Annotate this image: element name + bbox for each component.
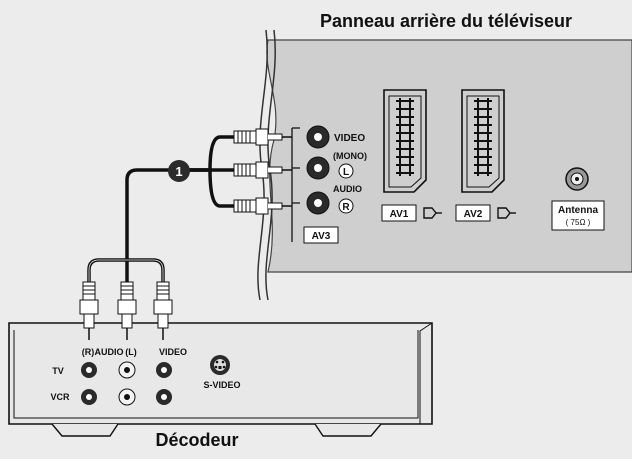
tv-panel-title: Panneau arrière du téléviseur bbox=[320, 11, 572, 31]
decoder-l-label: (L) bbox=[125, 347, 137, 357]
decoder-tv-l-jack bbox=[118, 361, 136, 379]
av3-bracket-ticks bbox=[292, 127, 300, 204]
callout-number: 1 bbox=[175, 164, 182, 179]
decoder-tv-video-jack bbox=[156, 362, 172, 378]
tv-r-letter: R bbox=[342, 202, 350, 213]
antenna-box bbox=[551, 200, 605, 231]
av2-label: AV2 bbox=[464, 209, 483, 220]
av2-box bbox=[455, 204, 491, 222]
tv-audio-label: AUDIO bbox=[333, 184, 362, 194]
decoder-vcr-l-jack bbox=[118, 388, 136, 406]
decoder-foot-left bbox=[51, 423, 119, 437]
decoder-tv-r-jack bbox=[81, 362, 97, 378]
av3-box bbox=[303, 226, 339, 244]
antenna-socket-icon bbox=[565, 167, 589, 191]
decoder-vcr-video-jack bbox=[156, 389, 172, 405]
tv-plug-audio-r bbox=[233, 197, 292, 215]
av3-label: AV3 bbox=[312, 231, 331, 242]
decoder-audio-label: AUDIO bbox=[95, 347, 124, 357]
decoder-vcr-r-jack bbox=[81, 389, 97, 405]
svideo-jack-icon bbox=[210, 355, 230, 375]
tv-video-label: VIDEO bbox=[334, 133, 365, 144]
decoder-r-label: (R) bbox=[82, 347, 95, 357]
svideo-label: S-VIDEO bbox=[203, 380, 240, 390]
decoder-plug-l bbox=[117, 281, 137, 340]
callout-badge: 1 bbox=[168, 160, 190, 182]
antenna-sublabel: ( 75Ω ) bbox=[566, 218, 591, 227]
tv-l-letter: L bbox=[343, 167, 349, 178]
tv-r-circle bbox=[338, 198, 354, 214]
tv-mono-label: (MONO) bbox=[333, 151, 367, 161]
tv-l-circle bbox=[338, 163, 354, 179]
decoder-tv-label: TV bbox=[52, 366, 64, 376]
tv-audio-r-jack bbox=[306, 191, 330, 215]
decoder-vcr-label: VCR bbox=[50, 392, 70, 402]
decoder-foot-right bbox=[314, 423, 382, 437]
scart-av2 bbox=[461, 89, 505, 193]
av1-label: AV1 bbox=[390, 209, 409, 220]
decoder-title: Décodeur bbox=[155, 430, 238, 450]
scart-av1 bbox=[383, 89, 427, 193]
decoder-plug-r bbox=[79, 281, 99, 340]
tv-audio-l-jack bbox=[306, 156, 330, 180]
tv-rear-panel: Panneau arrière du téléviseur VIDEO (MON… bbox=[257, 11, 632, 301]
tv-plug-audio-l bbox=[233, 161, 292, 179]
tv-plug-video bbox=[233, 128, 292, 146]
av1-scart-icon bbox=[423, 207, 442, 219]
av-cable-inner bbox=[88, 259, 164, 290]
tv-panel-body bbox=[266, 39, 632, 273]
decoder-video-label: VIDEO bbox=[159, 347, 187, 357]
antenna-label: Antenna bbox=[558, 205, 598, 216]
av1-box bbox=[381, 204, 417, 222]
tv-video-jack bbox=[306, 125, 330, 149]
av2-scart-icon bbox=[497, 207, 516, 219]
decoder-plug-video bbox=[153, 281, 173, 340]
